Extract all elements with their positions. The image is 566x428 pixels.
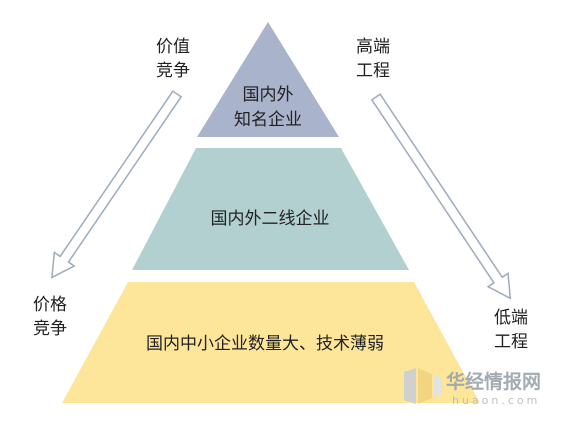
tier-middle-shape bbox=[132, 148, 409, 270]
tier-bottom-label: 国内中小企业数量大、技术薄弱 bbox=[146, 334, 384, 354]
watermark-name: 华经情报网 bbox=[446, 370, 541, 393]
tier-bottom-shape bbox=[62, 282, 480, 403]
tier-top-label-line1: 国内外 bbox=[243, 85, 294, 105]
watermark-logo-icon bbox=[404, 368, 442, 404]
tier-top-shape bbox=[197, 22, 339, 137]
right-bottom-label-line2: 工程 bbox=[494, 332, 528, 352]
watermark-domain: huaon.com bbox=[452, 394, 540, 407]
right-bottom-label-line1: 低端 bbox=[494, 308, 528, 328]
tier-top-label-line2: 知名企业 bbox=[234, 110, 302, 130]
left-top-label-line1: 价值 bbox=[156, 37, 190, 57]
right-top-label-line2: 工程 bbox=[356, 61, 390, 81]
tier-middle-label: 国内外二线企业 bbox=[211, 209, 330, 229]
right-arrow-shape bbox=[370, 93, 512, 300]
left-bottom-label-line2: 竞争 bbox=[33, 319, 67, 339]
left-arrow bbox=[51, 90, 183, 279]
left-bottom-label-line1: 价格 bbox=[33, 295, 67, 315]
right-arrow bbox=[370, 93, 512, 300]
watermark: 华经情报网 huaon.com bbox=[404, 368, 541, 407]
right-top-label-line1: 高端 bbox=[356, 37, 390, 57]
left-top-label-line2: 竞争 bbox=[156, 61, 190, 81]
left-arrow-shape bbox=[51, 90, 183, 279]
